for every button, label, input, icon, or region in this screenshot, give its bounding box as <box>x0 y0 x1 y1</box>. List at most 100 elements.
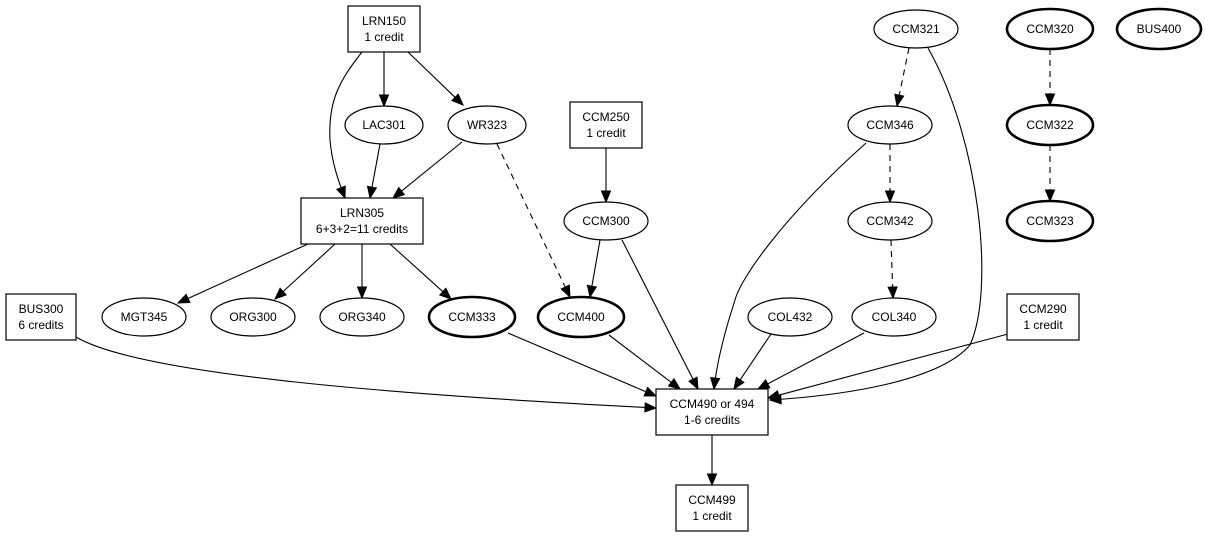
edge-lac301-to-lrn305 <box>366 143 381 200</box>
arrow-head <box>766 389 781 401</box>
node-label: CCM400 <box>557 310 605 324</box>
node-label: CCM333 <box>448 310 496 324</box>
arrow-head <box>274 287 288 300</box>
node-ccm342[interactable]: CCM342 <box>847 201 933 241</box>
node-ellipse <box>210 297 296 337</box>
node-ellipse <box>563 201 649 241</box>
node-label: CCM290 <box>1019 302 1067 316</box>
arrow-head <box>335 185 346 200</box>
node-ccm300[interactable]: CCM300 <box>563 201 649 241</box>
edge-line <box>389 243 444 293</box>
node-box <box>5 293 77 341</box>
node-lrn150[interactable]: LRN150 1 credit <box>347 5 421 53</box>
node-ccm323[interactable]: CCM323 <box>1005 199 1095 243</box>
edge-lrn305-to-ccm333 <box>389 243 452 300</box>
arrow-head <box>378 94 390 108</box>
arrow-head <box>667 377 682 390</box>
edge-line <box>186 243 309 300</box>
edge-line <box>496 143 567 289</box>
node-credit-label: 1 credit <box>692 509 732 523</box>
node-label: ORG340 <box>338 310 386 324</box>
arrow-head <box>176 293 191 304</box>
arrow-head <box>709 377 721 391</box>
edge-ccm490-to-ccm499 <box>706 435 718 487</box>
edge-line <box>621 239 694 381</box>
edge-line <box>713 142 867 390</box>
node-ellipse <box>1005 7 1095 51</box>
edge-ccm300-to-ccm400 <box>586 239 601 299</box>
node-label: CCM322 <box>1026 118 1074 132</box>
node-label: CCM250 <box>582 110 630 124</box>
arrow-head <box>644 402 658 413</box>
node-mgt345[interactable]: MGT345 <box>101 297 187 337</box>
edge-wr323-to-ccm400 <box>496 143 571 299</box>
arrow-head <box>756 378 771 390</box>
arrow-head <box>560 284 571 299</box>
edge-lrn150-to-wr323 <box>407 51 464 106</box>
node-bus300[interactable]: BUS300 6 credits <box>5 293 77 341</box>
node-credit-label: 1 credit <box>364 30 404 44</box>
arrow-head <box>887 286 898 300</box>
node-credit-label: 6+3+2=11 credits <box>316 222 408 236</box>
edge-wr323-to-lrn305 <box>391 141 463 199</box>
arrow-head <box>1044 93 1056 107</box>
node-wr323[interactable]: WR323 <box>447 105 527 145</box>
arrow-head <box>706 473 718 487</box>
node-col340[interactable]: COL340 <box>851 297 937 337</box>
node-ccm320[interactable]: CCM320 <box>1005 7 1095 51</box>
node-ellipse <box>873 9 959 49</box>
arrow-head <box>600 190 612 204</box>
node-col432[interactable]: COL432 <box>747 297 833 337</box>
edge-ccm321-to-ccm346 <box>894 47 910 108</box>
node-ccm322[interactable]: CCM322 <box>1005 103 1095 147</box>
edge-line <box>75 336 657 409</box>
arrow-head <box>438 287 452 300</box>
edge-layer <box>75 47 1056 487</box>
node-bus400[interactable]: BUS400 <box>1115 7 1203 51</box>
node-ccm346[interactable]: CCM346 <box>847 105 933 145</box>
edge-line <box>608 334 673 384</box>
edge-ccm290-to-ccm490 <box>766 333 1009 401</box>
node-box <box>569 101 643 149</box>
edge-line <box>329 51 363 199</box>
node-ccm400[interactable]: CCM400 <box>536 295 626 339</box>
arrow-head <box>451 93 464 106</box>
node-ellipse <box>447 105 527 145</box>
node-label: ORG300 <box>229 310 277 324</box>
node-label: LRN150 <box>362 14 406 28</box>
node-lrn305[interactable]: LRN305 6+3+2=11 credits <box>300 197 424 245</box>
node-ellipse <box>747 297 833 337</box>
node-org340[interactable]: ORG340 <box>319 297 405 337</box>
node-ellipse <box>101 297 187 337</box>
edge-ccm320-to-ccm322 <box>1044 49 1056 107</box>
edge-line <box>890 239 894 289</box>
node-ellipse <box>427 295 517 339</box>
node-ccm321[interactable]: CCM321 <box>873 9 959 49</box>
edge-lrn305-to-mgt345 <box>176 243 309 304</box>
node-box <box>675 484 749 532</box>
edge-ccm250-to-ccm300 <box>600 148 612 204</box>
node-label: COL340 <box>872 310 917 324</box>
node-org300[interactable]: ORG300 <box>210 297 296 337</box>
edge-lrn150-to-lac301 <box>378 52 390 108</box>
node-ellipse <box>847 201 933 241</box>
node-label: CCM342 <box>866 214 914 228</box>
node-label: WR323 <box>467 118 507 132</box>
node-label: BUS300 <box>19 302 64 316</box>
arrow-head <box>688 376 699 391</box>
node-ellipse <box>319 297 405 337</box>
edge-ccm400-to-ccm490 <box>608 334 682 390</box>
node-credit-label: 6 credits <box>18 318 63 332</box>
node-label: LRN305 <box>340 206 384 220</box>
arrow-head <box>586 284 598 299</box>
edge-line <box>898 47 910 97</box>
edge-col340-to-ccm490 <box>756 332 865 390</box>
node-lac301[interactable]: LAC301 <box>344 105 424 145</box>
node-ccm333[interactable]: CCM333 <box>427 295 517 339</box>
